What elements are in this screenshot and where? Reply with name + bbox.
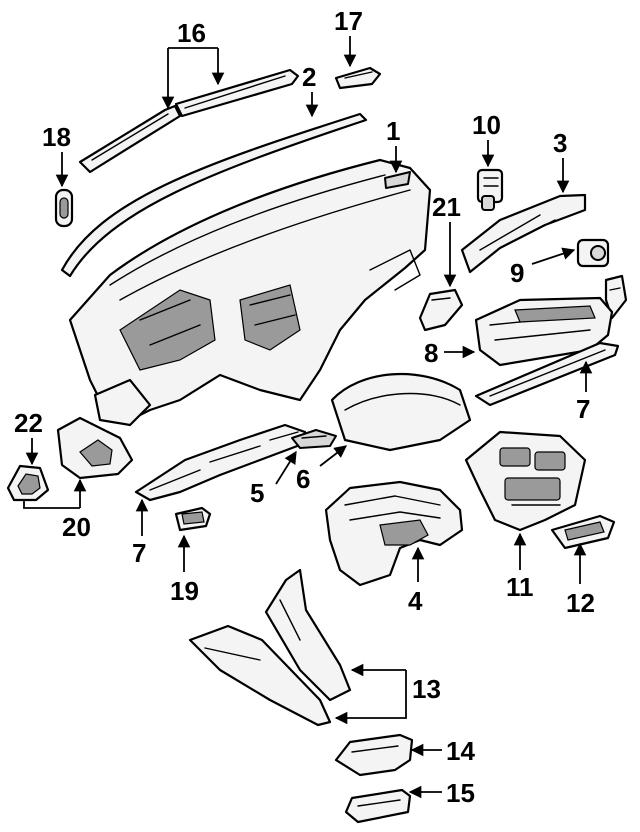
grommet-part <box>54 188 74 228</box>
callout-17: 17 <box>334 6 363 36</box>
callout-9: 9 <box>510 258 524 288</box>
windshield-molding-part <box>60 112 368 278</box>
glove-box-part <box>474 296 614 367</box>
callout-19: 19 <box>170 576 199 606</box>
clip-part <box>291 429 337 449</box>
defroster-grille-part <box>78 68 300 174</box>
storage-pocket-part <box>550 514 616 550</box>
callout-18: 18 <box>42 122 71 152</box>
console-bracket-upper-part <box>334 733 414 777</box>
trim-ring-part <box>6 464 50 502</box>
center-bezel-part <box>464 430 587 532</box>
bezel-part <box>56 416 134 480</box>
callout-7-right: 7 <box>576 394 590 424</box>
callout-2: 2 <box>302 62 316 92</box>
callout-22: 22 <box>14 408 43 438</box>
callout-16: 16 <box>177 18 206 48</box>
callout-1: 1 <box>386 116 400 146</box>
callout-14: 14 <box>446 736 475 766</box>
callout-13: 13 <box>412 674 441 704</box>
callout-11: 11 <box>506 572 534 602</box>
callout-21: 21 <box>432 192 461 222</box>
lock-cylinder-part <box>576 238 628 320</box>
cluster-housing-part <box>324 480 464 587</box>
callout-7-left: 7 <box>132 538 146 568</box>
trim-strip-right-part <box>474 341 620 407</box>
callout-15: 15 <box>446 778 475 808</box>
callout-10: 10 <box>472 110 501 140</box>
small-switch-part <box>174 506 212 532</box>
callout-8: 8 <box>424 338 438 368</box>
trim-strip-left-part <box>134 423 307 502</box>
callout-20: 20 <box>62 512 91 542</box>
switch-part <box>476 168 504 211</box>
instrument-panel-part <box>68 158 432 427</box>
callout-12: 12 <box>566 588 595 618</box>
side-bracket-part <box>460 193 587 274</box>
dash-vent-part <box>334 66 382 90</box>
callout-labels: 16 17 2 18 1 10 3 21 9 8 7 22 20 7 5 6 1… <box>14 6 595 808</box>
dash-bracket-part <box>418 288 464 332</box>
console-panel-part <box>188 568 352 727</box>
leader-lines <box>23 36 593 799</box>
callout-6: 6 <box>296 464 310 494</box>
callout-5: 5 <box>250 478 264 508</box>
callout-3: 3 <box>553 128 567 158</box>
callout-4: 4 <box>408 586 423 616</box>
console-bracket-lower-part <box>344 788 412 824</box>
cluster-hood-part <box>330 372 472 452</box>
